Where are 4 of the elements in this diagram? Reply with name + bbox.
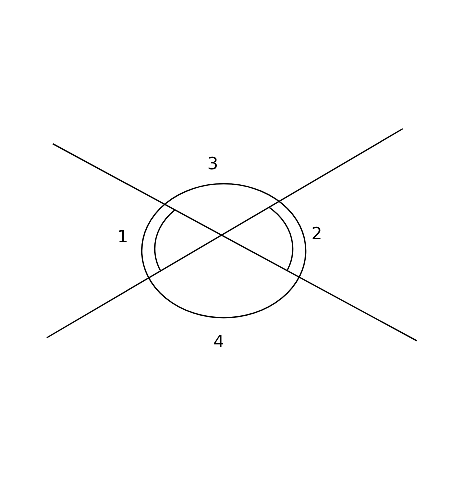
angle-label: 4 [214,334,224,352]
angle-label: 3 [208,156,218,174]
angle-label: 2 [312,226,322,244]
angle-label: 1 [118,230,128,246]
